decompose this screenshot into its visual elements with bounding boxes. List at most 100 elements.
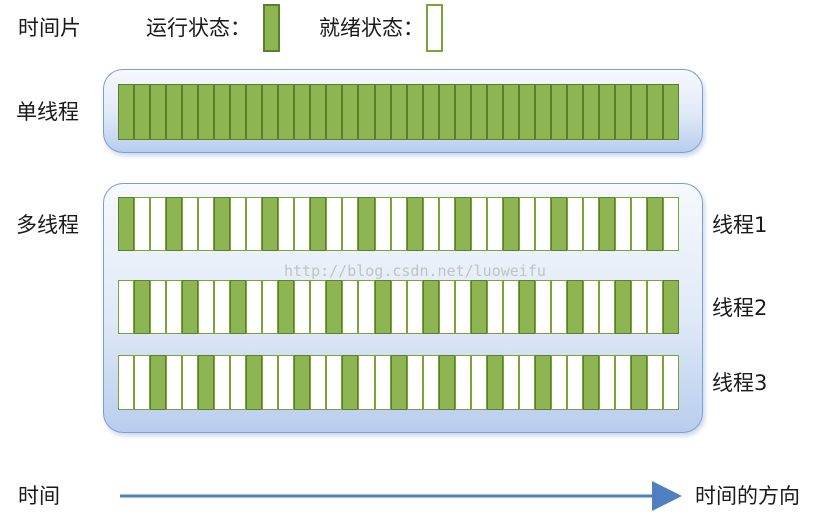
thread-1-slot-running bbox=[118, 197, 135, 251]
thread-2-slot-ready bbox=[631, 280, 648, 334]
thread-1-slot-ready bbox=[390, 197, 407, 251]
thread-3-slot-ready bbox=[118, 355, 135, 410]
single-thread-slot-running bbox=[470, 84, 487, 140]
thread-3-slot-ready bbox=[166, 355, 183, 410]
timeline-end-label: 时间的方向 bbox=[695, 484, 800, 508]
thread-3-slot-ready bbox=[422, 355, 439, 410]
legend-ready-label: 就绪状态： bbox=[319, 16, 424, 40]
thread-2-slot-ready bbox=[486, 280, 503, 334]
single-thread-slot-running bbox=[166, 84, 183, 140]
single-thread-slot-running bbox=[230, 84, 247, 140]
thread-1-slot-running bbox=[358, 197, 375, 251]
thread-1-slot-ready bbox=[518, 197, 535, 251]
single-thread-slot-running bbox=[342, 84, 359, 140]
thread-3-slot-ready bbox=[134, 355, 151, 410]
thread-3-slot-running bbox=[534, 355, 551, 410]
thread-1-slot-ready bbox=[470, 197, 487, 251]
single-thread-slot-running bbox=[326, 84, 343, 140]
thread-1-slot-ready bbox=[631, 197, 648, 251]
thread-2-slot-running bbox=[518, 280, 535, 334]
thread-1-slot-ready bbox=[614, 197, 631, 251]
thread-1-slot-ready bbox=[534, 197, 551, 251]
single-thread-slot-running bbox=[582, 84, 599, 140]
thread-2-slot-running bbox=[230, 280, 247, 334]
thread-1-slot-ready bbox=[134, 197, 151, 251]
single-thread-slot-running bbox=[182, 84, 199, 140]
legend-running-swatch bbox=[263, 4, 280, 52]
thread-2-slot-running bbox=[278, 280, 295, 334]
thread-3-slot-ready bbox=[310, 355, 327, 410]
thread-3-slot-ready bbox=[374, 355, 391, 410]
thread-2-slot-running bbox=[614, 280, 631, 334]
thread-1-slot-ready bbox=[326, 197, 343, 251]
thread-1-slot-ready bbox=[246, 197, 263, 251]
thread-1-slot-ready bbox=[566, 197, 583, 251]
single-thread-slot-running bbox=[262, 84, 279, 140]
thread-3-slot-ready bbox=[663, 355, 680, 410]
thread-1-slot-ready bbox=[374, 197, 391, 251]
thread-3-slot-ready bbox=[182, 355, 199, 410]
thread-2-slot-ready bbox=[198, 280, 215, 334]
thread-2-slot-ready bbox=[310, 280, 327, 334]
single-thread-slot-running bbox=[150, 84, 167, 140]
single-thread-slot-running bbox=[406, 84, 423, 140]
thread-1-slot-running bbox=[550, 197, 567, 251]
legend-running-label: 运行状态： bbox=[146, 16, 251, 40]
thread-2-slot-ready bbox=[598, 280, 615, 334]
thread-3-slot-ready bbox=[598, 355, 615, 410]
thread-3-slot-ready bbox=[406, 355, 423, 410]
single-thread-strip bbox=[118, 84, 680, 140]
single-thread-slot-running bbox=[278, 84, 295, 140]
thread-2-slot-ready bbox=[502, 280, 519, 334]
thread-2-label: 线程2 bbox=[712, 296, 768, 320]
single-thread-label: 单线程 bbox=[16, 100, 79, 124]
thread-1-slot-running bbox=[598, 197, 615, 251]
watermark: http://blog.csdn.net/luoweifu bbox=[284, 262, 546, 280]
thread-3-slot-ready bbox=[230, 355, 247, 410]
single-thread-slot-running bbox=[502, 84, 519, 140]
thread-1-label: 线程1 bbox=[712, 213, 768, 237]
thread-1-strip bbox=[118, 197, 680, 251]
thread-2-slot-running bbox=[566, 280, 583, 334]
thread-1-slot-running bbox=[406, 197, 423, 251]
single-thread-slot-running bbox=[374, 84, 391, 140]
thread-2-strip bbox=[118, 280, 680, 334]
thread-3-slot-running bbox=[198, 355, 215, 410]
single-thread-slot-running bbox=[134, 84, 151, 140]
thread-3-slot-running bbox=[342, 355, 359, 410]
thread-1-slot-ready bbox=[294, 197, 311, 251]
single-thread-slot-running bbox=[631, 84, 648, 140]
thread-1-slot-ready bbox=[582, 197, 599, 251]
single-thread-slot-running bbox=[198, 84, 215, 140]
thread-1-slot-running bbox=[166, 197, 183, 251]
single-thread-slot-running bbox=[486, 84, 503, 140]
single-thread-slot-running bbox=[518, 84, 535, 140]
thread-2-slot-ready bbox=[342, 280, 359, 334]
thread-2-slot-ready bbox=[582, 280, 599, 334]
thread-2-slot-ready bbox=[166, 280, 183, 334]
thread-1-slot-running bbox=[502, 197, 519, 251]
thread-2-slot-ready bbox=[534, 280, 551, 334]
thread-1-slot-running bbox=[310, 197, 327, 251]
thread-3-slot-running bbox=[294, 355, 311, 410]
thread-2-slot-ready bbox=[358, 280, 375, 334]
thread-1-slot-ready bbox=[422, 197, 439, 251]
single-thread-slot-running bbox=[598, 84, 615, 140]
thread-2-slot-ready bbox=[390, 280, 407, 334]
thread-3-slot-ready bbox=[566, 355, 583, 410]
single-thread-slot-running bbox=[438, 84, 455, 140]
thread-3-slot-ready bbox=[326, 355, 343, 410]
thread-3-slot-running bbox=[150, 355, 167, 410]
thread-2-slot-ready bbox=[406, 280, 423, 334]
single-thread-slot-running bbox=[550, 84, 567, 140]
thread-3-label: 线程3 bbox=[712, 371, 768, 395]
thread-1-slot-ready bbox=[342, 197, 359, 251]
single-thread-slot-running bbox=[422, 84, 439, 140]
single-thread-slot-running bbox=[246, 84, 263, 140]
thread-3-slot-ready bbox=[614, 355, 631, 410]
thread-2-slot-running bbox=[182, 280, 199, 334]
thread-2-slot-running bbox=[470, 280, 487, 334]
thread-3-slot-ready bbox=[550, 355, 567, 410]
thread-2-slot-running bbox=[422, 280, 439, 334]
thread-2-slot-ready bbox=[294, 280, 311, 334]
